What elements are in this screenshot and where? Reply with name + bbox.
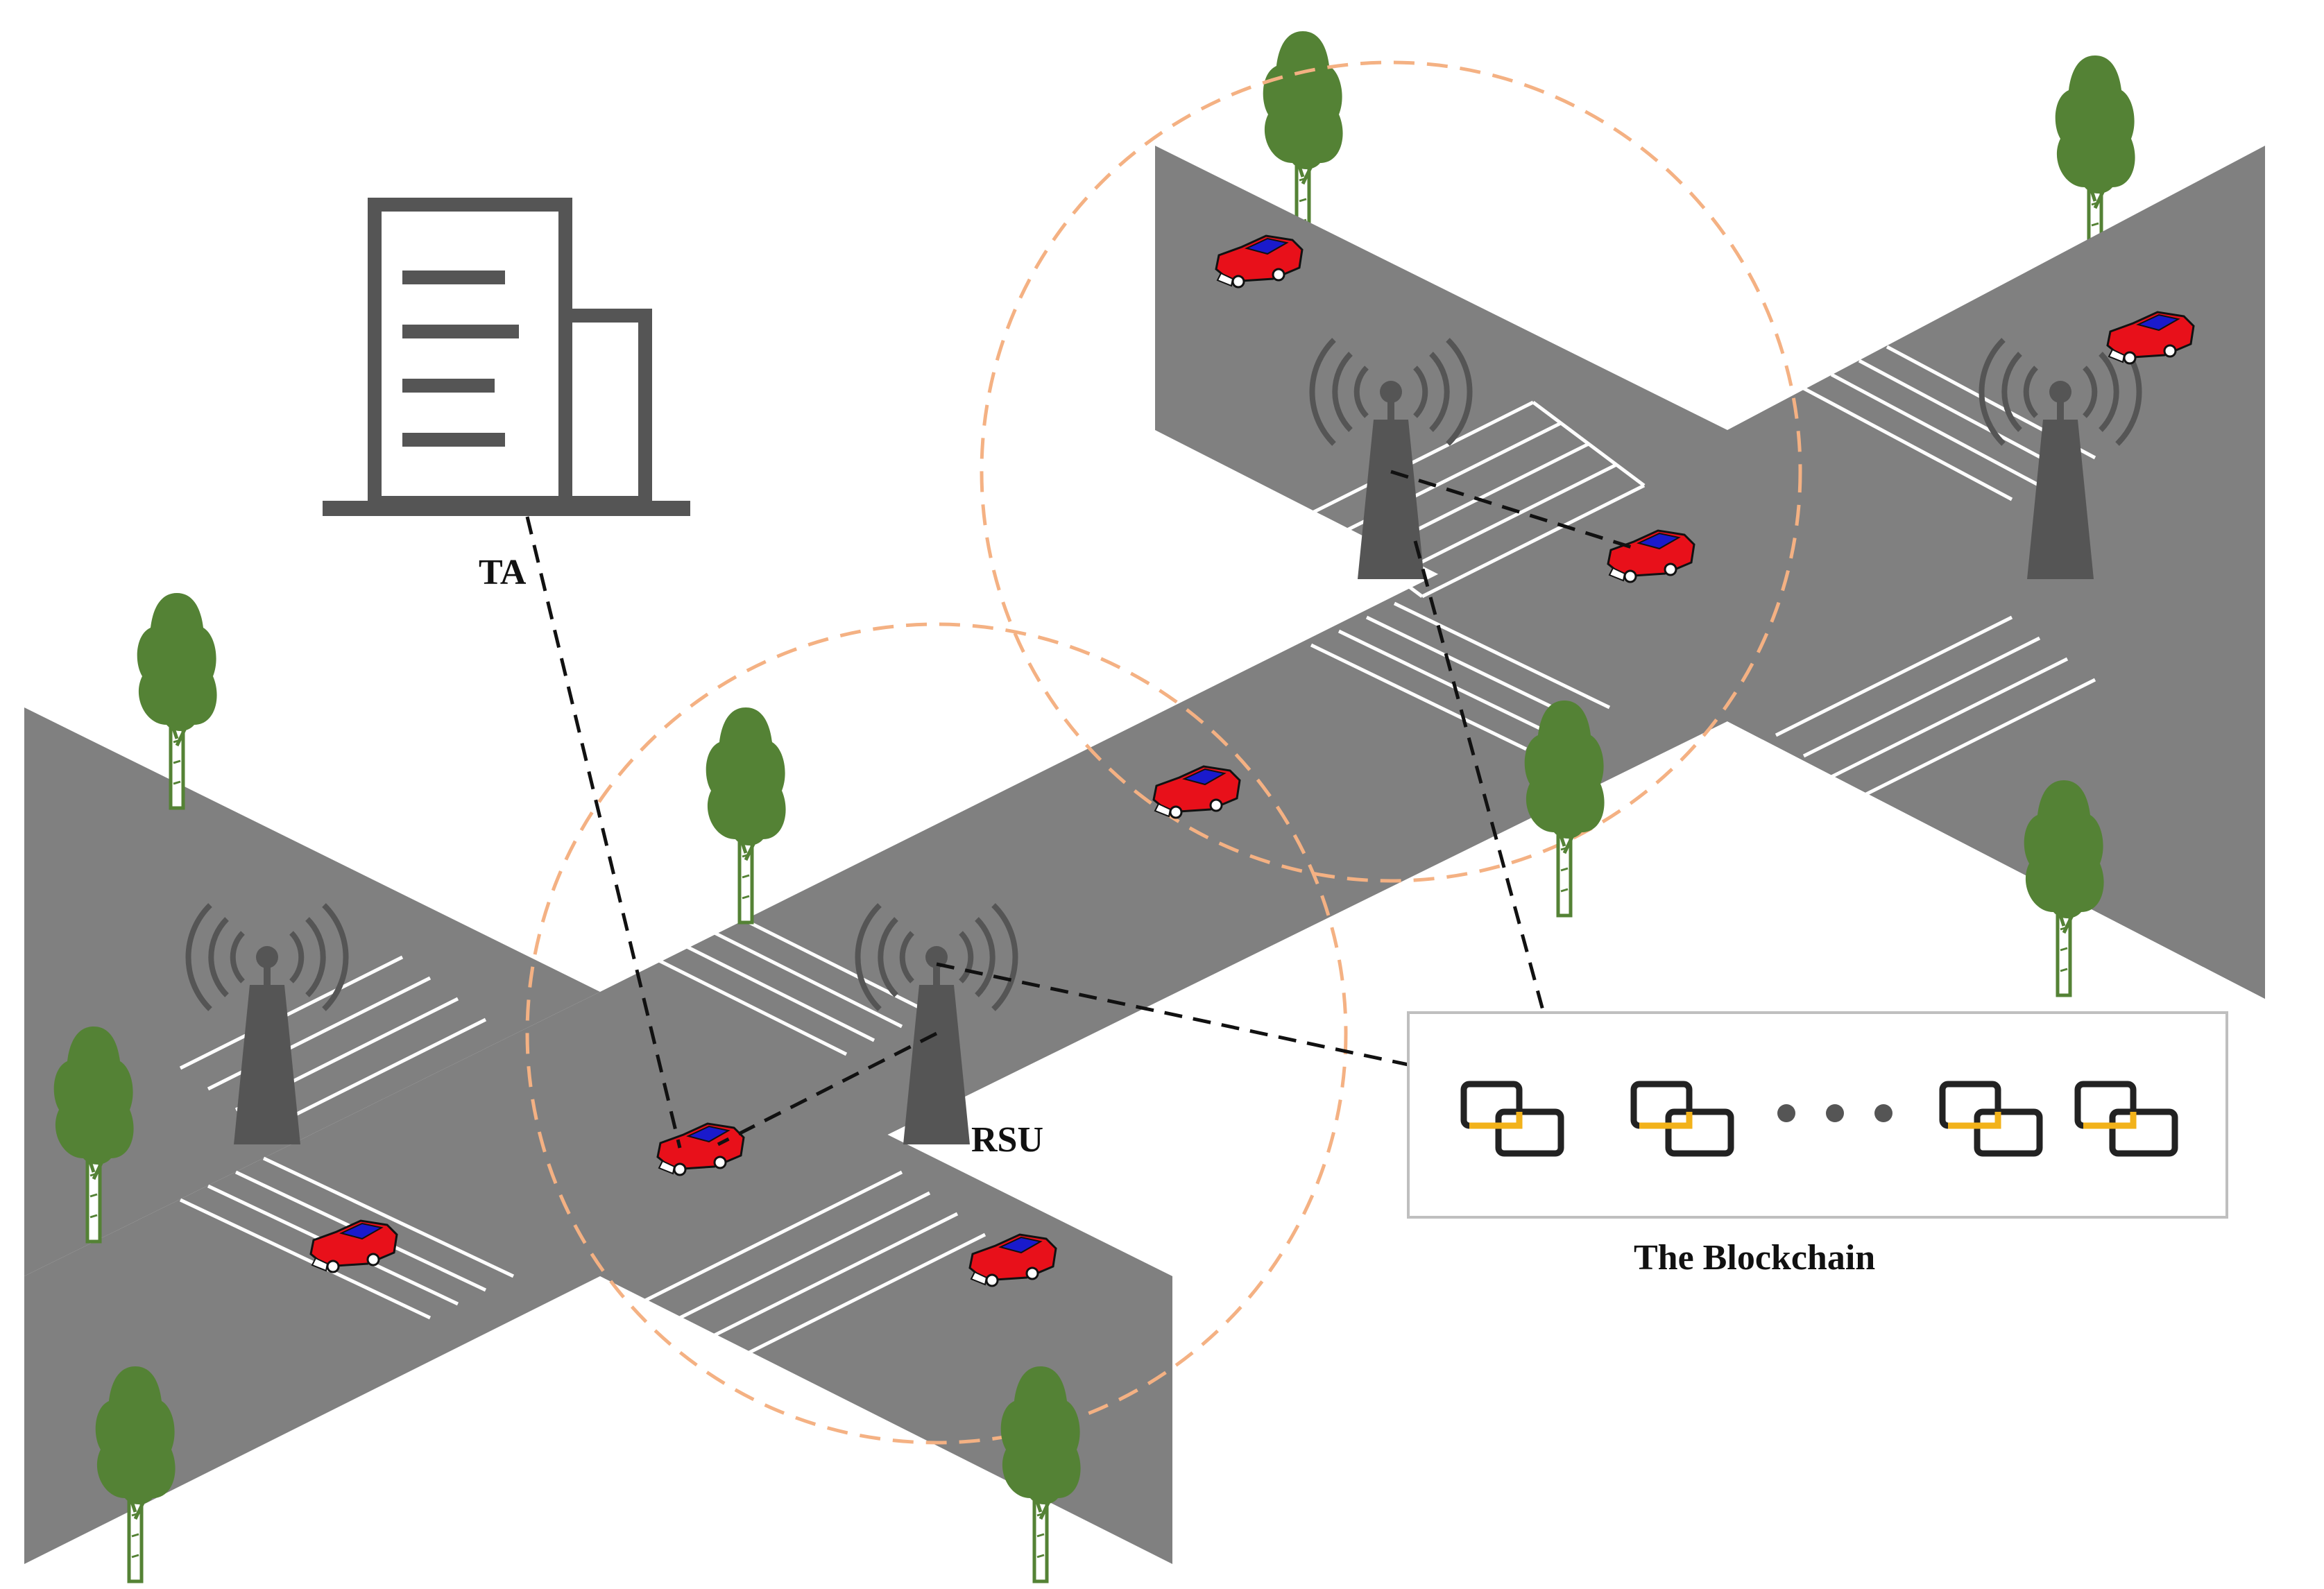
ta-label: TA (479, 553, 527, 592)
blockchain-label: The Blockchain (1634, 1238, 1875, 1278)
rsu-coverage-circle (525, 622, 1348, 1445)
rsu-label: RSU (971, 1120, 1043, 1160)
ellipsis-dot (1826, 1104, 1844, 1122)
blockchain-panel (1407, 1011, 2228, 1219)
right-branch-road (1727, 430, 2265, 999)
ellipsis-dot (1874, 1104, 1892, 1122)
tree-icon (706, 707, 786, 922)
main-road (600, 430, 1727, 1276)
rsu-coverage-circle (980, 60, 1802, 883)
ellipsis-dot (1777, 1104, 1795, 1122)
office-building-icon (323, 198, 690, 516)
communication-links (525, 470, 1634, 1149)
